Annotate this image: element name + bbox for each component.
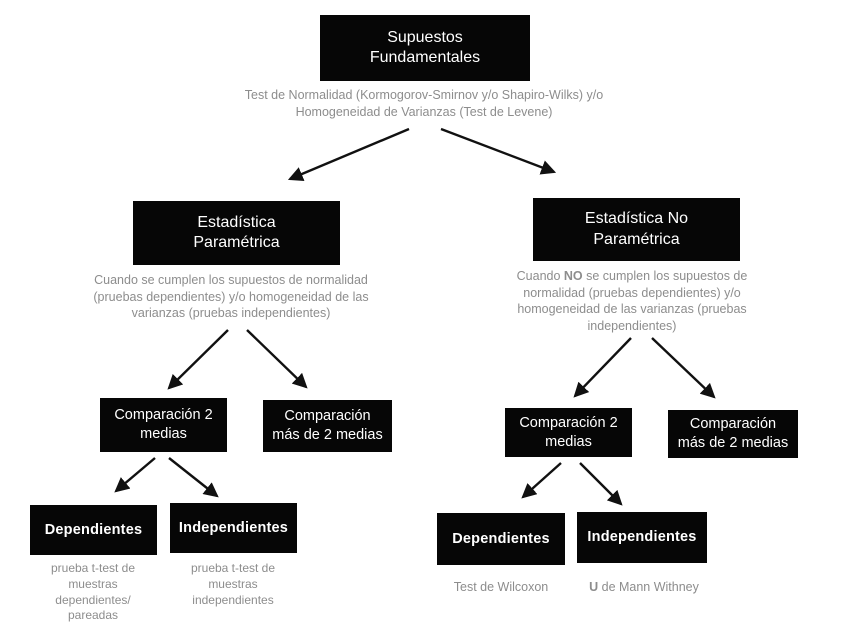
arrow-nonparam-to-two-means bbox=[573, 337, 632, 398]
note-root-tests: Test de Normalidad (Kormogorov-Smirnov y… bbox=[244, 88, 604, 119]
note-wilcoxon: Test de Wilcoxon bbox=[453, 580, 549, 594]
node-label: Estadística Paramétrica bbox=[193, 213, 280, 251]
arrow-param-two-to-dependent bbox=[114, 457, 156, 493]
note-no-parametrica-condiciones: Cuando NO se cumplen los supuestos de no… bbox=[500, 268, 764, 334]
note-text: de Mann Withney bbox=[598, 580, 699, 594]
note-text: Cuando bbox=[516, 269, 564, 283]
node-label: Comparación 2 medias bbox=[519, 414, 618, 450]
node-label: Comparación 2 medias bbox=[114, 407, 213, 442]
node-label: Supuestos Fundamentales bbox=[369, 28, 481, 66]
node-label: Dependientes bbox=[452, 530, 550, 547]
note-mann-whitney: U de Mann Withney bbox=[564, 579, 724, 596]
arrow-nonparam-two-to-independent bbox=[579, 462, 623, 506]
node-param-independientes: Independientes bbox=[170, 503, 297, 553]
node-param-comparacion-mas-2-medias: Comparación más de 2 medias bbox=[263, 400, 392, 452]
arrow-parametric-to-two-means bbox=[167, 329, 229, 390]
arrow-param-two-to-independent bbox=[168, 457, 219, 498]
node-estadistica-parametrica: Estadística Paramétrica bbox=[133, 201, 340, 265]
arrow-nonparam-two-to-dependent bbox=[521, 462, 562, 499]
note-emphasis-no: NO bbox=[563, 269, 583, 283]
arrow-root-to-parametric bbox=[287, 127, 410, 181]
arrow-parametric-to-more-means bbox=[246, 329, 308, 389]
node-param-comparacion-2-medias: Comparación 2 medias bbox=[100, 398, 227, 452]
node-nonparam-independientes: Independientes bbox=[577, 512, 707, 563]
node-nonparam-comparacion-mas-2-medias: Comparación más de 2 medias bbox=[668, 410, 798, 458]
note-text: se cumplen los supuestos de normalidad (… bbox=[517, 269, 748, 333]
note-ttest-independientes: prueba t-test de muestras independientes bbox=[190, 561, 276, 607]
arrow-root-to-nonparametric bbox=[440, 127, 557, 175]
node-label: Comparación más de 2 medias bbox=[677, 416, 789, 451]
node-nonparam-comparacion-2-medias: Comparación 2 medias bbox=[505, 408, 632, 457]
note-parametrica-condiciones: Cuando se cumplen los supuestos de norma… bbox=[93, 273, 369, 320]
node-label: Independientes bbox=[178, 519, 289, 536]
node-label: Estadística No Paramétrica bbox=[584, 210, 689, 248]
node-supuestos-fundamentales: Supuestos Fundamentales bbox=[320, 15, 530, 81]
note-emphasis-u: U bbox=[589, 580, 599, 594]
node-label: Comparación más de 2 medias bbox=[272, 408, 383, 443]
node-nonparam-dependientes: Dependientes bbox=[437, 513, 565, 565]
node-estadistica-no-parametrica: Estadística No Paramétrica bbox=[533, 198, 740, 261]
node-label: Independientes bbox=[587, 529, 697, 546]
node-param-dependientes: Dependientes bbox=[30, 505, 157, 555]
note-ttest-dependientes: prueba t-test de muestras dependientes/ … bbox=[50, 561, 136, 623]
arrow-nonparam-to-more-means bbox=[651, 337, 716, 399]
node-label: Dependientes bbox=[44, 521, 143, 538]
